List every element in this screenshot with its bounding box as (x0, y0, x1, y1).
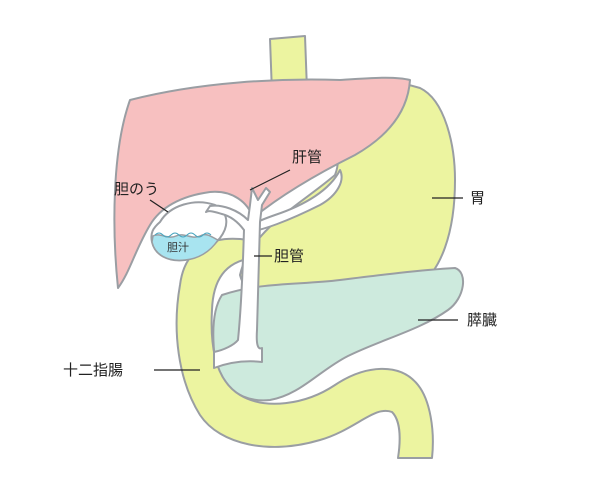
hepatic-duct-leader (249, 169, 291, 191)
liver (113, 76, 411, 289)
stomach-label: 胃 (470, 189, 485, 207)
bile-surface-waves (154, 232, 212, 238)
bile-fluid (151, 233, 220, 262)
duodenum-label: 十二指腸 (63, 361, 123, 379)
bile-duct-label: 胆管 (274, 247, 304, 265)
hepatic-duct-label: 肝管 (292, 148, 322, 166)
bile-label: 胆汁 (167, 241, 189, 254)
gallbladder-leader (149, 199, 169, 213)
hepatic-and-bile-duct (205, 187, 271, 369)
pancreas-label: 膵臓 (467, 311, 497, 329)
gallbladder-label: 胆のう (114, 180, 159, 198)
duodenum (175, 237, 434, 459)
